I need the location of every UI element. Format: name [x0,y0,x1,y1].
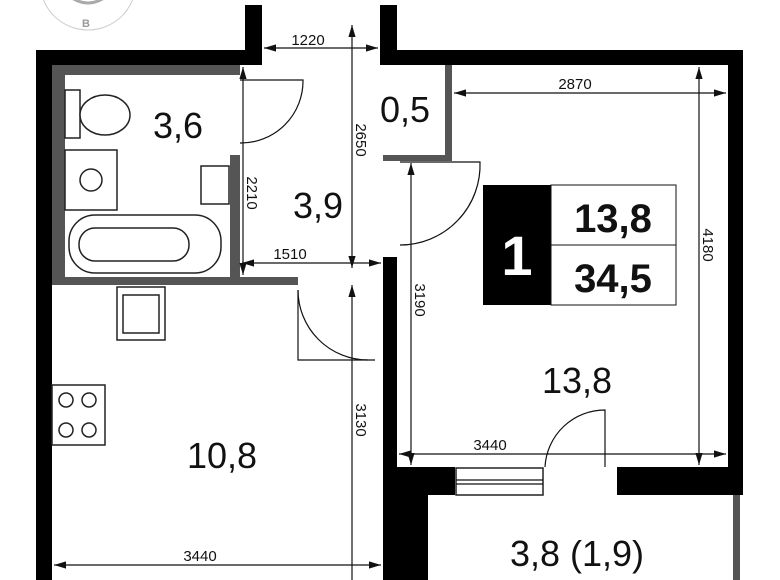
window [455,467,544,496]
total-area: 34,5 [574,257,652,301]
dim-room-top-width: 2870 [558,76,591,93]
compass-label: В [82,18,90,30]
dim-kitchen-width: 3440 [183,548,216,565]
area-hallway: 3,9 [293,185,343,226]
dim-bath-depth: 2210 [243,176,260,209]
bathtub-icon [68,214,222,274]
area-closet: 0,5 [380,89,430,130]
sink-icon [200,165,230,205]
dim-kitchen-length: 3130 [352,403,369,436]
compass-icon: В [42,0,134,31]
dim-room-length: 3190 [411,283,428,316]
area-living-room: 13,8 [542,360,612,401]
dimension-labels: 1220 2650 2210 1510 3130 3440 3190 3440 … [183,32,716,565]
dim-room-height: 4180 [699,228,716,261]
dim-room-width: 3440 [473,437,506,454]
dim-entrance-width: 1220 [291,32,324,49]
dimension-lines [54,25,726,580]
dim-hall-length: 2650 [352,123,369,156]
kitchen-sink-icon [116,286,166,341]
summary-box: 1 13,8 34,5 [483,184,677,306]
balcony-rail [733,495,740,580]
living-area: 13,8 [574,197,652,241]
toilet-icon [64,89,131,139]
area-balcony: 3,8 (1,9) [510,533,644,574]
dim-hall-width: 1510 [273,246,306,263]
partitions [52,65,452,285]
area-bathroom: 3,6 [153,105,203,146]
outer-walls [36,5,743,580]
area-kitchen: 10,8 [187,435,257,476]
room-areas: 3,6 0,5 3,9 10,8 13,8 3,8 (1,9) [153,89,644,574]
stove-icon [51,384,106,446]
rooms-count: 1 [501,224,532,287]
washing-machine-icon [64,149,118,211]
